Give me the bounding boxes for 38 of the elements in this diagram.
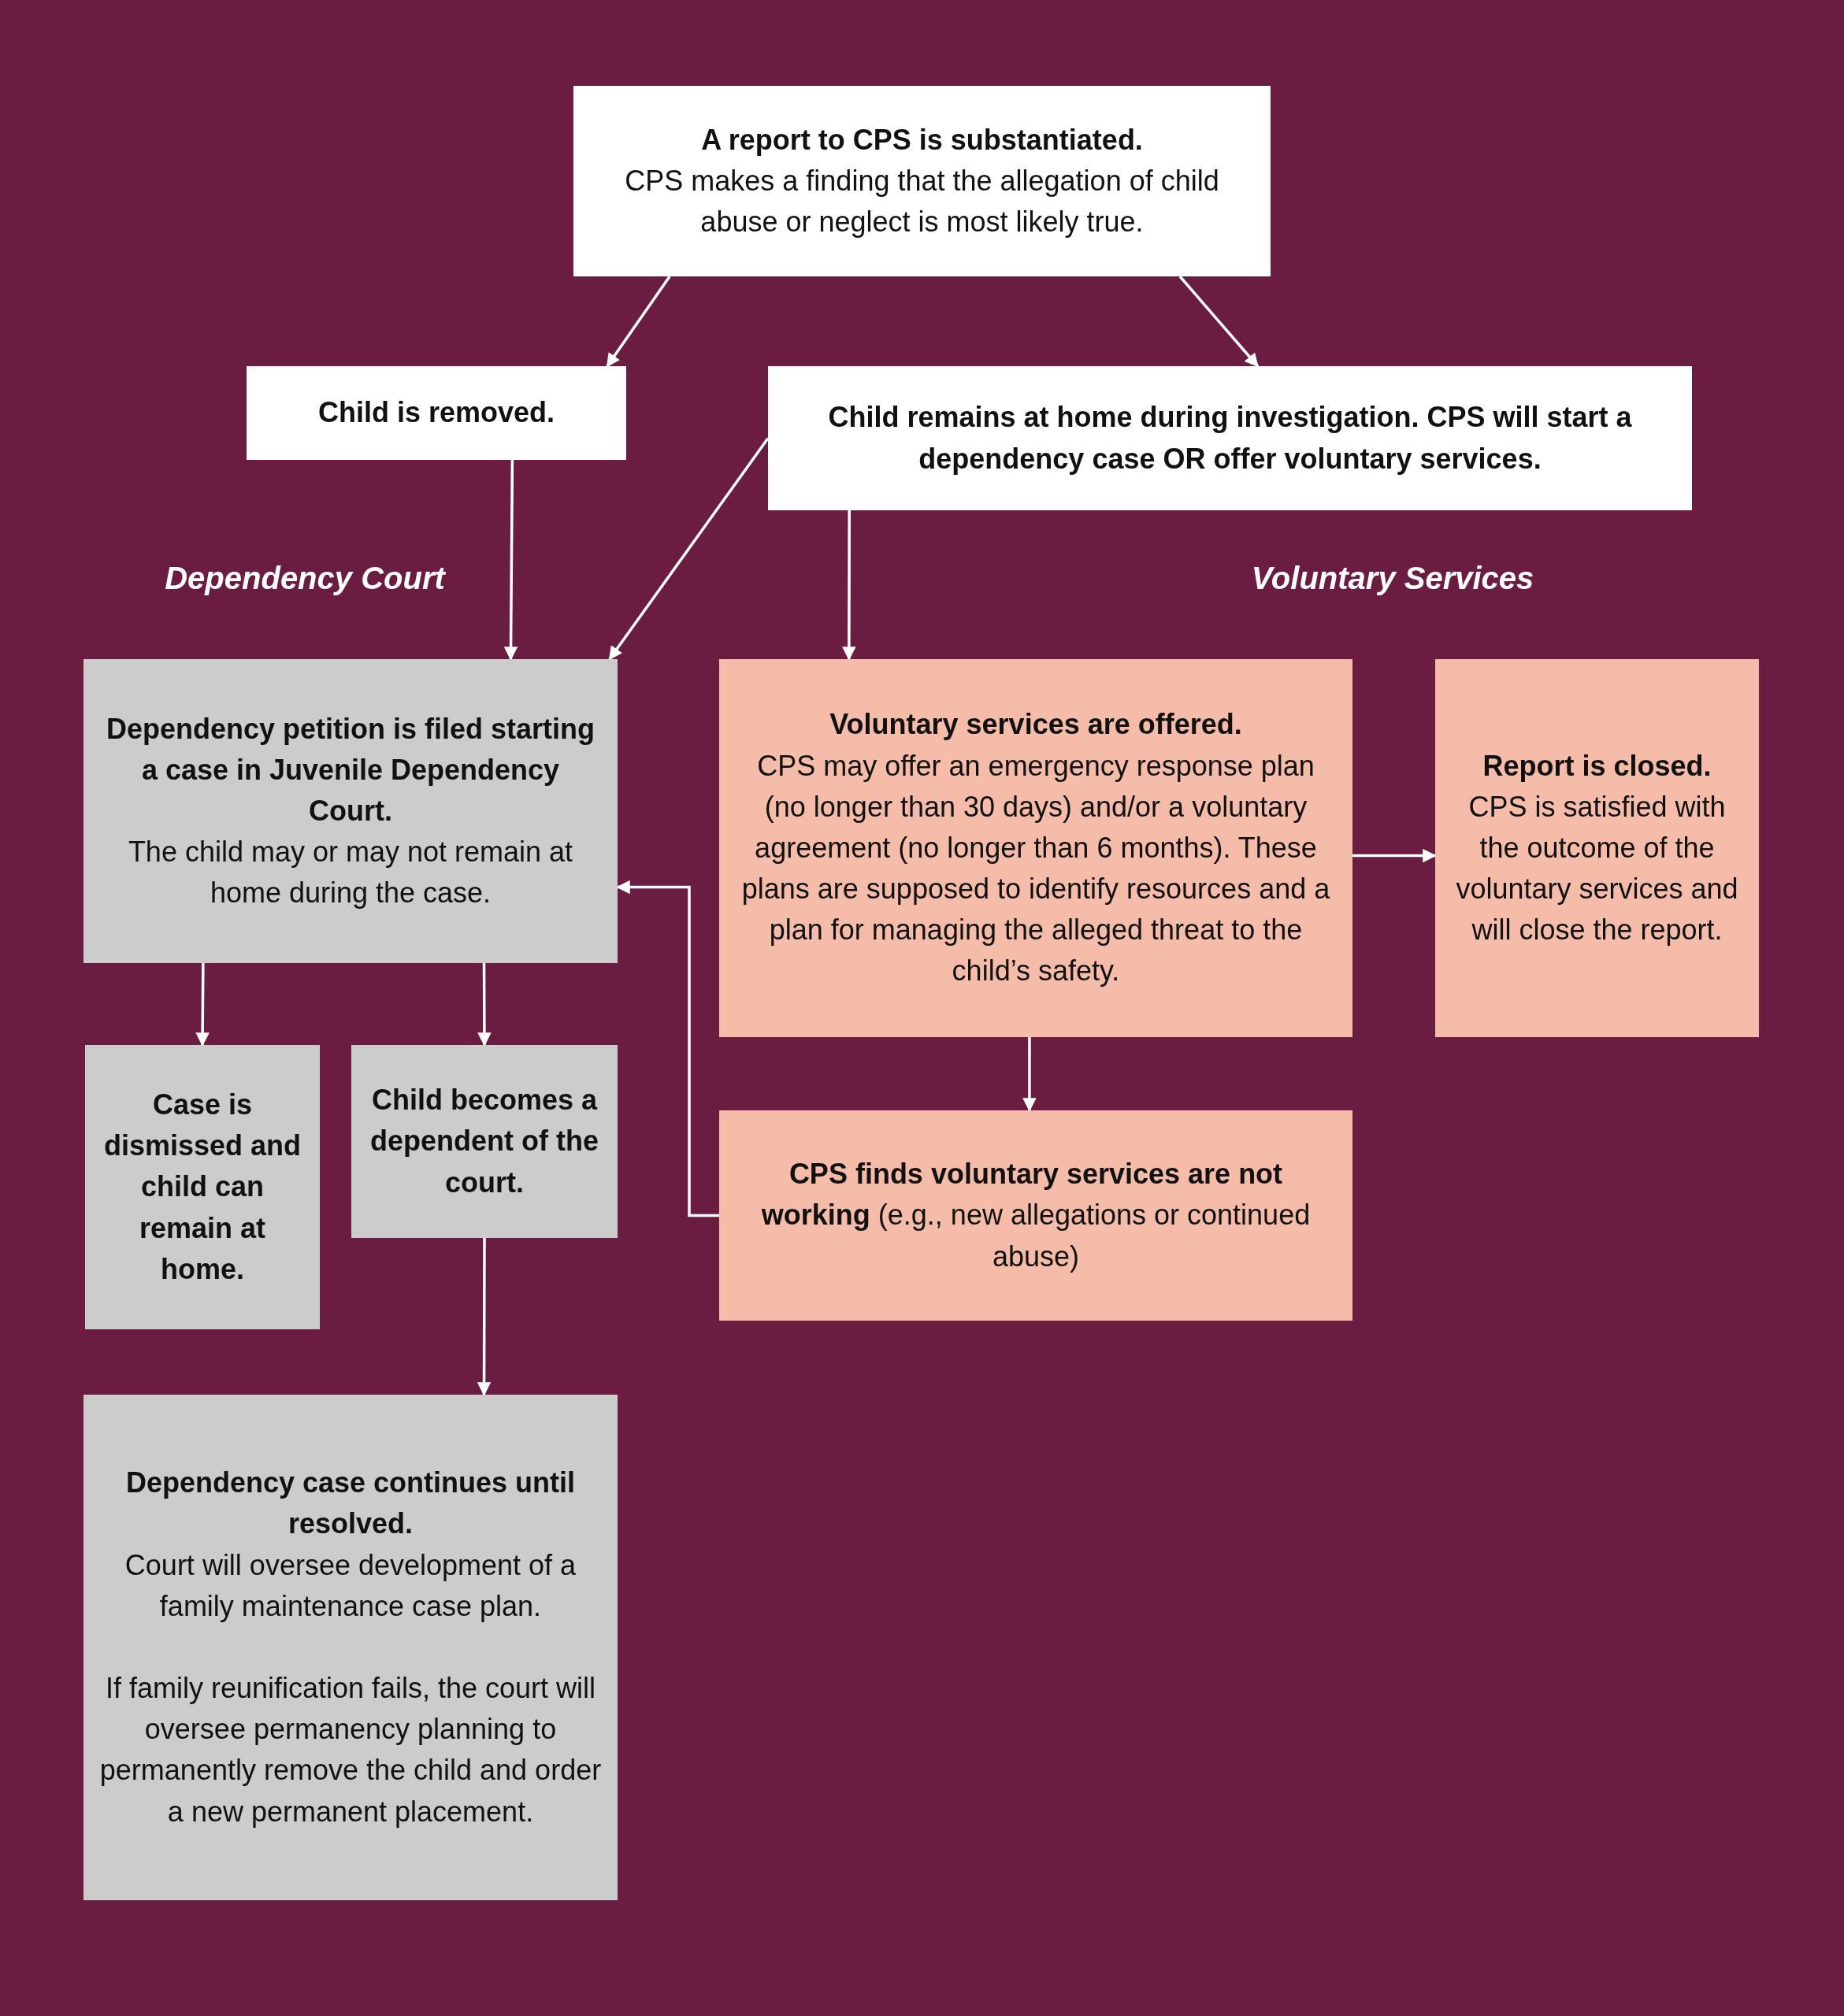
step-box [573,86,1271,276]
arrow [1352,848,1437,863]
step-heading: Dependency petition is filed starting a case in Juvenile Dependency Court. [105,711,596,828]
step-heading: CPS finds voluntary services are not working (e.g., new allegations or continued abuse) [760,1157,1312,1274]
step-heading: Child remains at home during investigation. CPS will start a dependency case OR offer voluntary services. [827,400,1633,476]
arrow [1022,1037,1037,1112]
service-step-box [719,1110,1352,1321]
section-label: Voluntary Services [1251,561,1534,596]
arrow [503,460,518,661]
step-heading: Voluntary services are offered. [829,707,1242,743]
court-step-box [85,1045,320,1329]
arrow [477,963,492,1047]
step-box [247,366,626,460]
arrow [195,963,210,1047]
step-heading: Dependency case continues until resolved. [124,1466,577,1542]
step-heading: Child is removed. [317,395,555,431]
step-box [768,366,1692,510]
step-description: CPS may offer an emergency response plan (no longer than 30 days) and/or a voluntary agreement (no longer than 6 months). These plans are supposed to identify resources and a plan for managing the alleged threat to the child’s safety. [740,748,1331,989]
court-step-box [351,1045,618,1238]
step-description: The child may or may not remain at home during the case. [127,835,574,911]
court-step-box [83,1395,618,1900]
arrow [477,1238,492,1396]
arrow [1178,275,1259,368]
step-description: CPS makes a finding that the allegation of child abuse or neglect is most likely true. [624,163,1220,240]
arrow [608,437,770,661]
step-description: CPS is satisfied with the outcome of the voluntary services and will close the report. [1455,789,1739,948]
court-step-box [83,659,618,963]
section-label: Dependency Court [165,561,445,596]
step-description: Court will oversee development of a family maintenance case plan. [124,1547,577,1624]
step-heading: Report is closed. [1482,748,1712,784]
step-heading: Child becomes a dependent of the court. [369,1083,599,1200]
arrow [842,510,856,661]
step-heading: Case is dismissed and child can remain at home. [102,1088,302,1287]
step-description: If family reunification fails, the court will oversee permanency planning to permanently remove the child and order a new permanent placement. [98,1671,603,1829]
step-heading: A report to CPS is substantiated. [701,122,1143,158]
arrow [606,276,671,368]
service-step-box [1435,659,1759,1037]
service-step-box [719,659,1352,1037]
